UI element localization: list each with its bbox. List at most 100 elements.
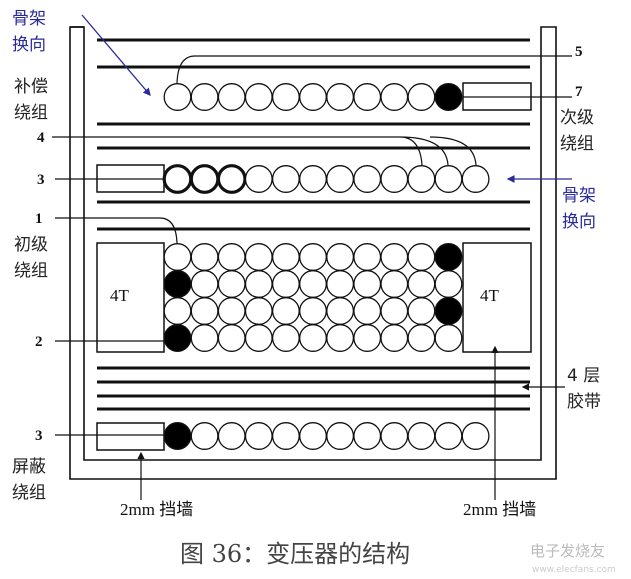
pin-3-top: 3 <box>37 172 45 188</box>
primary-wire-turn <box>434 270 463 298</box>
secondary-winding-label-2: 绕组 <box>560 134 594 154</box>
primary-wire-turn <box>407 270 436 298</box>
primary-wire-turn <box>190 297 219 325</box>
primary-wire-turn <box>353 243 382 271</box>
margin-box-primary-left <box>96 242 165 353</box>
primary-wire-turn <box>434 297 463 325</box>
bobbin-turn-label-right-2: 换向 <box>562 212 596 232</box>
primary-wire-turn <box>217 243 246 271</box>
margin-box-shield <box>96 422 165 451</box>
primary-wire-turn <box>244 297 273 325</box>
pin-2: 2 <box>35 334 43 350</box>
watermark-url: www.elecfans.com <box>532 565 616 575</box>
tape-label-2: 胶带 <box>567 392 601 412</box>
primary-winding-label-2: 绕组 <box>14 261 48 281</box>
primary-wire-turn <box>407 297 436 325</box>
primary-wire-turn <box>271 243 300 271</box>
primary-wire-turn <box>407 243 436 271</box>
primary-wire-turn <box>244 243 273 271</box>
wire-turns <box>162 83 490 450</box>
primary-wire-turn <box>380 243 409 271</box>
wall-label-right: 2mm 挡墙 <box>463 500 536 519</box>
primary-wire-turn <box>380 270 409 298</box>
primary-wire-turn <box>190 270 219 298</box>
shield-wire-turn <box>326 422 355 450</box>
secondary-wire-turn <box>461 165 490 193</box>
compensation-wire-turn <box>244 83 273 111</box>
secondary-wire-turn <box>326 165 355 193</box>
shield-wire-turn <box>163 422 192 450</box>
pin-3-bottom: 3 <box>35 428 43 444</box>
pin-4: 4 <box>37 130 45 146</box>
bobbin-turn-label-right: 骨架 <box>562 186 596 206</box>
insulation-layers <box>97 38 530 411</box>
lead-5 <box>176 55 572 84</box>
bobbin-turn-label-left-2: 换向 <box>12 35 46 55</box>
shield-wire-turn <box>353 422 382 450</box>
margin-4t-left: 4T <box>110 286 130 305</box>
primary-wire-turn <box>163 270 192 298</box>
secondary-wire-turn <box>407 165 436 193</box>
primary-wire-turn <box>407 324 436 352</box>
primary-wire-turn <box>217 270 246 298</box>
primary-wire-turn <box>380 324 409 352</box>
shield-wire-turn <box>190 422 219 450</box>
primary-wire-turn <box>380 297 409 325</box>
primary-wire-turn <box>353 324 382 352</box>
secondary-wire-turn <box>353 165 382 193</box>
compensation-wire-turn <box>380 83 409 111</box>
primary-wire-turn <box>217 324 246 352</box>
compensation-wire-turn <box>190 83 219 111</box>
compensation-wire-turn <box>434 83 463 111</box>
primary-wire-turn <box>434 324 463 352</box>
secondary-wire-turn <box>380 165 409 193</box>
compensation-wire-turn <box>299 83 327 111</box>
secondary-wire-turn <box>189 164 220 194</box>
wall-label-left: 2mm 挡墙 <box>120 500 193 519</box>
primary-wire-turn <box>244 324 273 352</box>
bobbin-turn-arrow-left <box>81 14 151 96</box>
shield-wire-turn <box>380 422 409 450</box>
primary-wire-turn <box>163 324 192 352</box>
shield-winding-label-2: 绕组 <box>12 483 46 503</box>
margin-box-primary-right <box>462 242 532 353</box>
primary-wire-turn <box>326 270 355 298</box>
primary-wire-turn <box>299 243 327 271</box>
secondary-wire-turn <box>244 165 273 193</box>
primary-wire-turn <box>299 324 327 352</box>
primary-wire-turn <box>190 243 219 271</box>
shield-wire-turn <box>434 422 463 450</box>
compensation-winding-label: 补偿 <box>14 77 48 97</box>
compensation-winding-label-2: 绕组 <box>14 103 48 123</box>
lead-1 <box>55 217 178 244</box>
secondary-wire-turn <box>434 165 463 193</box>
compensation-wire-turn <box>163 83 192 111</box>
shield-wire-turn <box>461 422 490 450</box>
bobbin-outer <box>69 26 557 480</box>
primary-wire-turn <box>163 297 192 325</box>
tape-label: 4 层 <box>567 366 600 386</box>
secondary-winding-label: 次级 <box>560 108 594 128</box>
primary-winding-label: 初级 <box>14 235 48 255</box>
lead-4 <box>52 136 477 166</box>
pin-1: 1 <box>35 211 43 227</box>
bobbin-turn-label-left: 骨架 <box>12 9 46 29</box>
primary-wire-turn <box>326 297 355 325</box>
primary-wire-turn <box>299 270 327 298</box>
primary-wire-turn <box>299 297 327 325</box>
secondary-wire-turn <box>299 165 327 193</box>
compensation-wire-turn <box>353 83 382 111</box>
shield-wire-turn <box>217 422 246 450</box>
primary-wire-turn <box>353 270 382 298</box>
primary-wire-turn <box>271 324 300 352</box>
compensation-wire-turn <box>217 83 246 111</box>
primary-wire-turn <box>326 243 355 271</box>
margin-4t-right: 4T <box>480 286 500 305</box>
shield-wire-turn <box>407 422 436 450</box>
compensation-wire-turn <box>271 83 300 111</box>
secondary-wire-turn <box>271 165 300 193</box>
primary-wire-turn <box>244 270 273 298</box>
watermark-name: 电子发烧友 <box>530 542 605 560</box>
